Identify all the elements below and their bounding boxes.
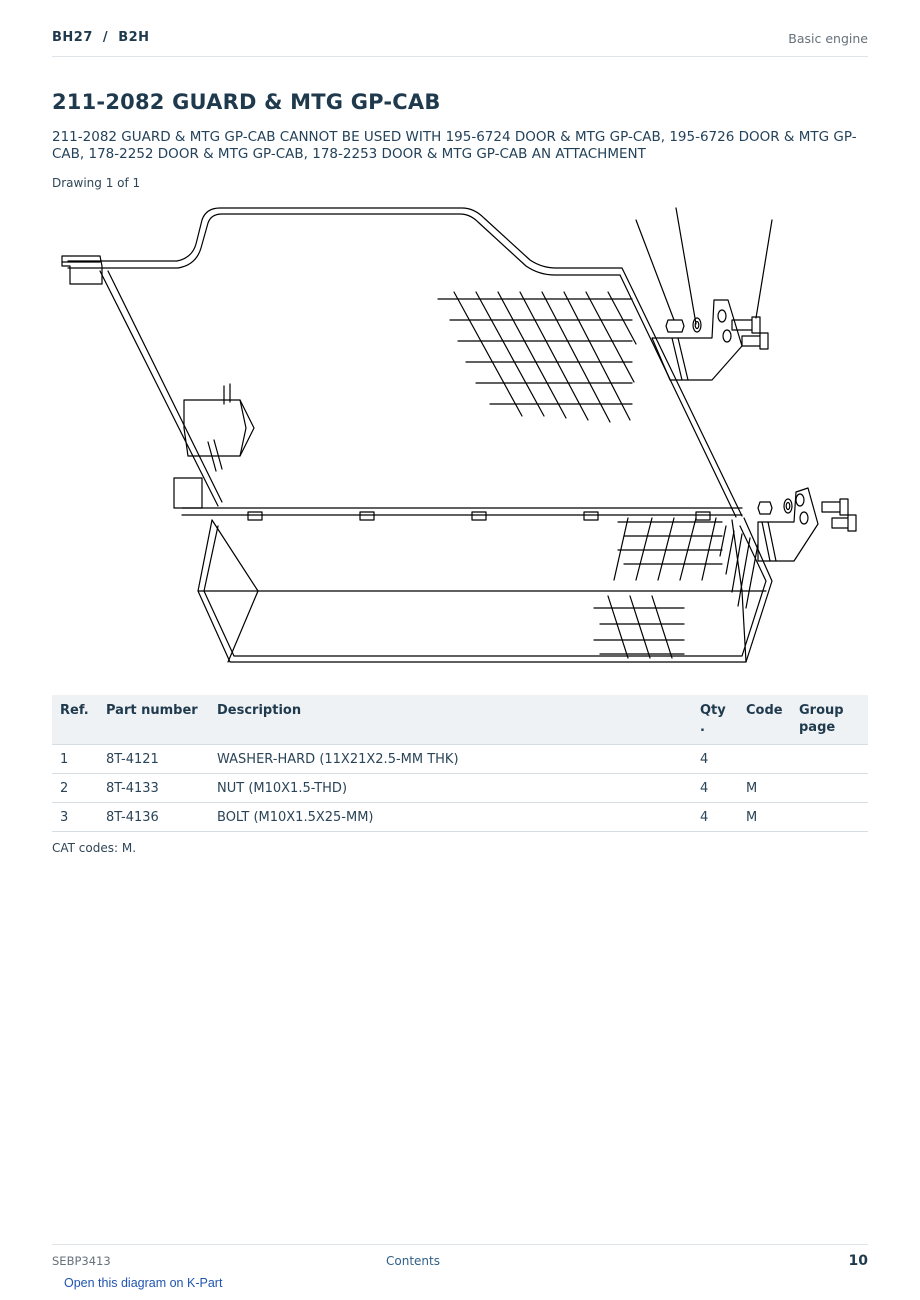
col-group-page: Group page: [791, 695, 868, 745]
cell-code: M: [738, 773, 791, 803]
col-description: Description: [209, 695, 692, 745]
cell-group-page: [791, 744, 868, 774]
page-footer: SEBP3413 Contents 10: [52, 1244, 868, 1275]
col-ref: Ref.: [52, 695, 98, 745]
document-id: SEBP3413: [52, 1254, 111, 1268]
model-label: BH27 / B2H: [52, 30, 150, 45]
parts-diagram: [61, 207, 857, 663]
table-row: 2 8T-4133 NUT (M10X1.5-THD) 4 M: [52, 773, 868, 803]
page-number: 10: [848, 1253, 868, 1269]
cat-codes-note: CAT codes: M.: [52, 841, 137, 855]
col-qty: Qty .: [692, 695, 738, 745]
cell-part-number: 8T-4121: [98, 744, 209, 774]
cell-description: NUT (M10X1.5-THD): [209, 773, 692, 803]
table-header-row: Ref. Part number Description Qty . Code …: [52, 695, 868, 745]
usage-note: 211-2082 GUARD & MTG GP-CAB CANNOT BE US…: [52, 129, 857, 162]
cell-ref: 2: [52, 773, 98, 803]
drawing-label: Drawing 1 of 1: [52, 176, 141, 190]
table-row: 1 8T-4121 WASHER-HARD (11X21X2.5-MM THK)…: [52, 744, 868, 774]
cell-description: WASHER-HARD (11X21X2.5-MM THK): [209, 744, 692, 774]
cell-code: [738, 744, 791, 774]
cell-qty: 4: [692, 802, 738, 832]
page-title: 211-2082 GUARD & MTG GP-CAB: [52, 90, 441, 114]
cell-part-number: 8T-4133: [98, 773, 209, 803]
cell-ref: 3: [52, 802, 98, 832]
cell-part-number: 8T-4136: [98, 802, 209, 832]
cell-ref: 1: [52, 744, 98, 774]
table-row: 3 8T-4136 BOLT (M10X1.5X25-MM) 4 M: [52, 802, 868, 832]
parts-table: Ref. Part number Description Qty . Code …: [52, 695, 868, 832]
section-label: Basic engine: [788, 31, 868, 46]
page-header: BH27 / B2H Basic engine: [52, 28, 868, 57]
cell-code: M: [738, 802, 791, 832]
contents-link[interactable]: Contents: [386, 1254, 440, 1268]
col-part-number: Part number: [98, 695, 209, 745]
cell-group-page: [791, 773, 868, 803]
cell-qty: 4: [692, 773, 738, 803]
cell-description: BOLT (M10X1.5X25-MM): [209, 802, 692, 832]
cell-group-page: [791, 802, 868, 832]
col-code: Code: [738, 695, 791, 745]
kpart-link[interactable]: Open this diagram on K-Part: [64, 1276, 223, 1290]
cell-qty: 4: [692, 744, 738, 774]
